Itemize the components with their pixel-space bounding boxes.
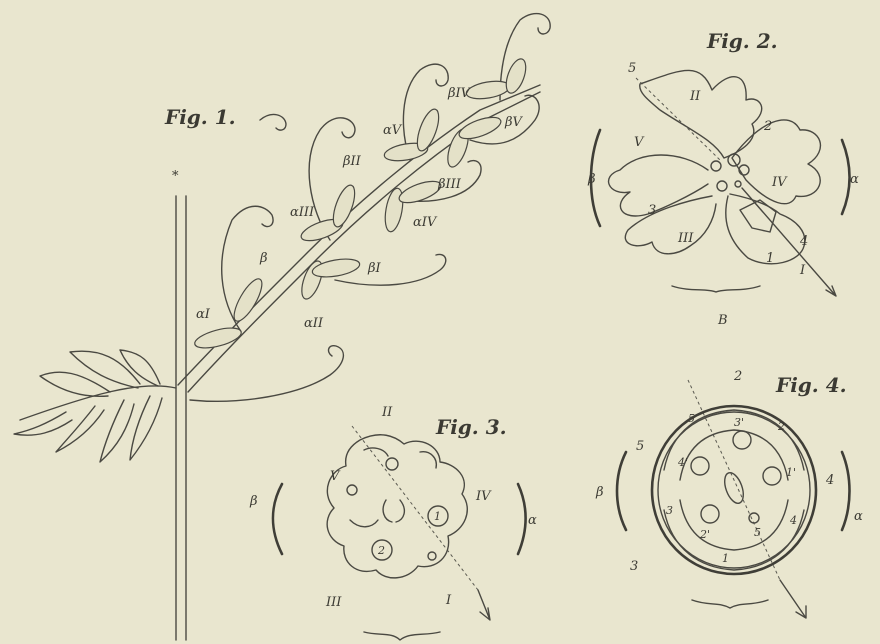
fig2-label: IV: [771, 175, 788, 190]
fig4-label: 2: [777, 420, 785, 433]
fig2-label: 4: [799, 234, 808, 249]
fig1-label: αIV: [413, 215, 438, 230]
main-stem: [176, 196, 186, 640]
fig4-label: 5: [754, 526, 761, 539]
fig1-star: *: [172, 169, 179, 184]
fig4-label: 2: [733, 369, 742, 384]
pinnate-leaf: [14, 350, 176, 462]
fig1-label: αIII: [290, 205, 315, 220]
fig2-label: 5: [628, 61, 636, 76]
fig2-labels: 5 II 2 V β α IV 3 III 4 1 I: [587, 61, 859, 278]
fig4-title: Fig. 4.: [775, 373, 847, 397]
fig4-label: α: [854, 509, 863, 524]
fig1-label: αV: [383, 123, 403, 138]
fig1-label: βI: [367, 261, 382, 276]
fig2-label: 1: [766, 251, 774, 266]
fig1-label: βIV: [447, 86, 472, 101]
fig3-label: IV: [475, 489, 492, 504]
fig3-label: V: [330, 469, 341, 484]
fig1-label: αI: [196, 307, 211, 322]
fig4-label: 3: [630, 559, 638, 574]
fig1-label: β: [259, 251, 268, 266]
fig3-label: I: [445, 593, 452, 608]
fig4-outer-ring: [652, 406, 816, 574]
fig3-label: II: [381, 405, 393, 420]
fig2-letter: B: [717, 313, 728, 328]
fig3-label: 1: [434, 510, 441, 523]
fig2-title: Fig. 2.: [706, 29, 778, 53]
fig4-label: 3: [666, 504, 673, 517]
fig2-label: II: [689, 89, 701, 104]
fig2-label: III: [677, 231, 694, 246]
fig4-label: 4': [677, 456, 688, 469]
fig2-bracket-right: [842, 140, 850, 214]
fig3-label: III: [325, 595, 342, 610]
fig4-label: 4: [789, 514, 797, 527]
fig2-brace: [672, 286, 760, 292]
fig4-labels: 2 5 3' 2 5 4' 1' β 4 α 3 2' 5 4 3 1: [595, 369, 863, 574]
figure-2: Fig. 2. B 5 II 2 V β α IV 3 III 4 1: [587, 29, 859, 328]
fig4-label: 1: [722, 552, 729, 565]
fig4-label: 4: [825, 473, 834, 488]
fig3-label: β: [249, 494, 258, 509]
fig2-label: I: [799, 263, 806, 278]
fig2-label: α: [850, 172, 859, 187]
fig1-title: Fig. 1.: [164, 105, 236, 129]
fig2-label: 3: [648, 203, 656, 218]
fig2-label: β: [587, 172, 596, 187]
fig3-outline: [327, 435, 467, 578]
fig4-label: 5: [636, 439, 644, 454]
fig4-label: 2': [699, 528, 710, 541]
fig4-label: 5: [688, 412, 695, 425]
petal-left: [609, 155, 708, 216]
tendrils: [190, 14, 550, 402]
fig2-label: V: [634, 135, 645, 150]
fig4-label: β: [595, 485, 604, 500]
fig1-label: αII: [304, 316, 324, 331]
fig3-title: Fig. 3.: [435, 415, 507, 439]
leaflets: [193, 56, 530, 352]
figure-3: Fig. 3. II V β IV α 1 2 III I: [249, 405, 537, 640]
fig3-label: α: [528, 513, 537, 528]
figure-1: Fig. 1. *: [14, 14, 550, 640]
fig1-label: βII: [342, 154, 362, 169]
fig4-label: 1': [786, 466, 796, 479]
fig4-label: 3': [734, 416, 744, 429]
figure-4: Fig. 4. 2 5 3' 2 5 4' 1' β 4 α 3 2': [595, 369, 863, 618]
fig1-label: βV: [504, 115, 524, 130]
fig1-label: βIII: [437, 177, 462, 192]
fig2-label: 2: [763, 119, 772, 134]
fig3-label: 2: [377, 544, 385, 557]
